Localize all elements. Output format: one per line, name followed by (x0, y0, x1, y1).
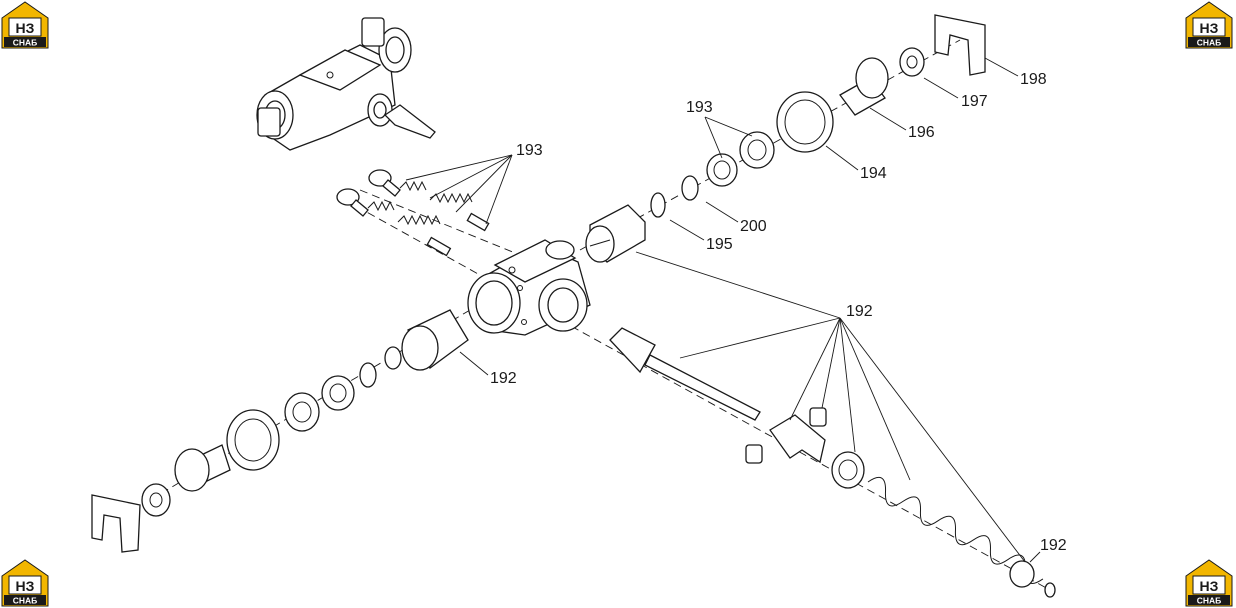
upper-right-parts (585, 14, 986, 263)
logo-top-right: НЗ СНАБ (1185, 1, 1233, 49)
logo-bottom-left: НЗ СНАБ (1, 559, 49, 607)
logo-bottom-text: СНАБ (1197, 596, 1222, 606)
callout-192-lower-right: 192 (1040, 537, 1067, 554)
assembled-valve-view (256, 17, 436, 151)
valve-body (467, 239, 591, 336)
upper-left-small-parts (336, 169, 490, 257)
callout-193-upper-right: 193 (686, 99, 713, 116)
callout-200: 200 (740, 218, 767, 235)
logo-top-text: НЗ (16, 20, 35, 36)
lower-left-parts (91, 309, 469, 553)
callout-197: 197 (961, 93, 988, 110)
callout-194: 194 (860, 165, 887, 182)
logo-top-text: НЗ (1200, 20, 1219, 36)
logo-bottom-text: СНАБ (13, 38, 38, 48)
logo-top-left: НЗ СНАБ (1, 1, 49, 49)
callout-193-upper-left: 193 (516, 142, 543, 159)
lower-right-parts (609, 327, 1056, 598)
logo-bottom-text: СНАБ (13, 596, 38, 606)
callout-labels: 198 197 196 194 193 193 200 195 192 192 … (490, 71, 1067, 554)
callout-192-center: 192 (846, 303, 873, 320)
leader-lines (405, 57, 1041, 563)
logo-bottom-right: НЗ СНАБ (1185, 559, 1233, 607)
logo-top-text: НЗ (16, 578, 35, 594)
callout-196: 196 (908, 124, 935, 141)
logo-bottom-text: СНАБ (1197, 38, 1222, 48)
callout-198: 198 (1020, 71, 1047, 88)
callout-195: 195 (706, 236, 733, 253)
callout-192-left: 192 (490, 370, 517, 387)
logo-top-text: НЗ (1200, 578, 1219, 594)
